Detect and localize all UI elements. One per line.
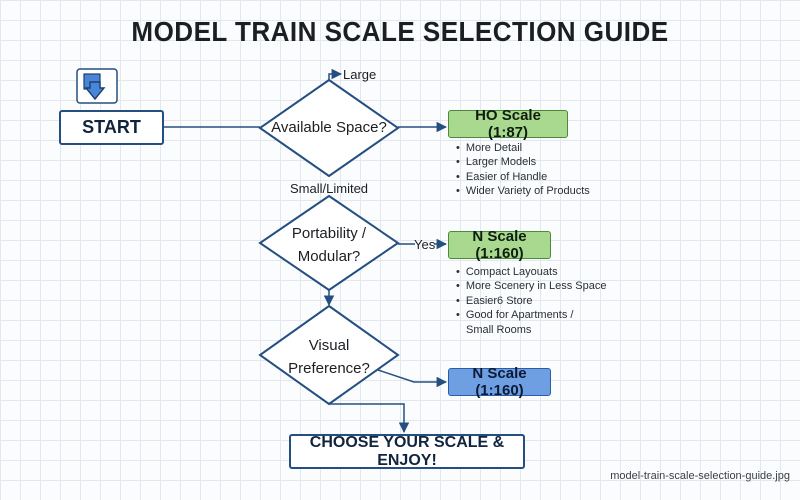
decision-visual-line-2: Preference? [288,360,370,377]
n-benefits-list: Compact Layouats More Scenery in Less Sp… [456,265,607,337]
list-item: Easier6 Store [456,294,607,308]
result-n-scale: N Scale (1:160) [448,228,551,262]
filename-caption: model-train-scale-selection-guide.jpg [610,470,790,482]
decision-portability-line-1: Portability / [291,225,367,242]
finish-node: CHOOSE YOUR SCALE & ENJOY! [289,434,525,469]
ho-benefits-list: More Detail Larger Models Easier of Hand… [456,141,590,199]
list-item: More Scenery in Less Space [456,279,607,293]
list-item: Compact Layouats [456,265,607,279]
download-arrow-icon [76,68,118,104]
list-item: Larger Models [456,155,590,169]
list-item: Wider Variety of Products [456,184,590,198]
decision-visual-line-1: Visual [308,337,350,354]
list-item: Good for Apartments / [456,308,607,322]
decision-space-label: Available Space? [265,116,393,139]
decision-diamond-space [258,78,400,178]
edge-label-large: Large [343,67,377,82]
decision-portability-label: Portability / Modular? [265,222,393,268]
edge-label-yes: Yes [414,237,436,252]
edge-label-small: Small/Limited [290,181,369,196]
page-title: MODEL TRAIN SCALE SELECTION GUIDE [131,16,669,47]
result-ho-scale: HO Scale (1:87) [448,107,568,141]
start-node: START [59,110,164,145]
edge-visual-finish [329,403,410,434]
decision-portability-line-2: Modular? [297,248,361,265]
list-item: More Detail [456,141,590,155]
result-n-scale-visual: N Scale (1:160) [448,365,551,399]
list-item: Small Rooms [466,323,532,336]
decision-visual-label: Visual Preference? [265,334,393,380]
list-item: Easier of Handle [456,170,590,184]
edge-visual-n2 [377,369,448,388]
decision-space-line-1: Available Space? [271,119,387,136]
edge-space-large [328,68,343,80]
